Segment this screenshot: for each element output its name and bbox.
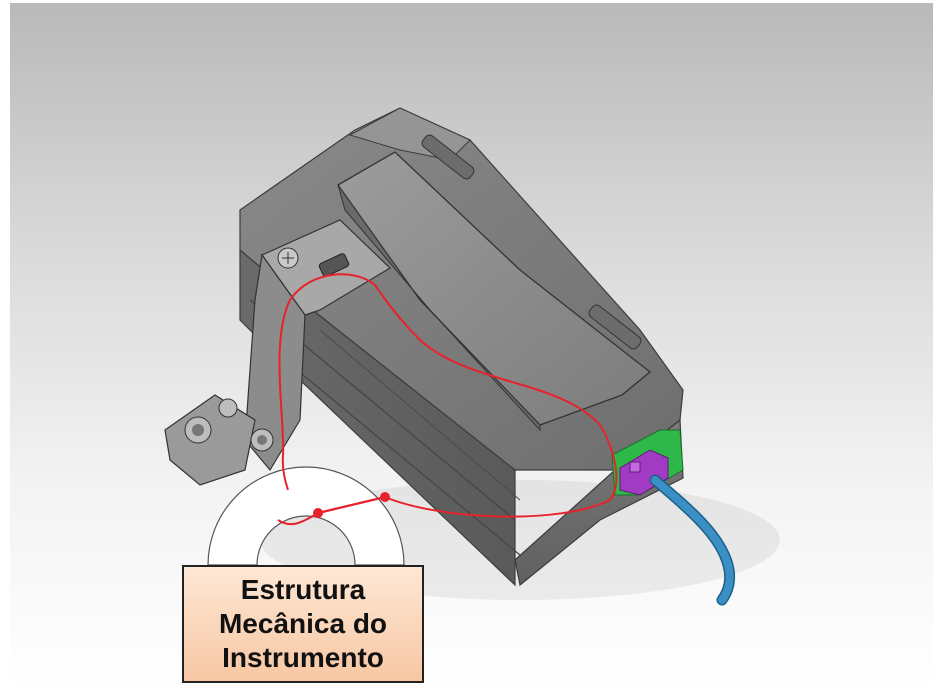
ground-ring xyxy=(207,466,405,566)
bolt-icon xyxy=(218,398,238,418)
label-text: Estrutura Mecânica do Instrumento xyxy=(218,574,388,673)
wire xyxy=(277,273,618,526)
wire-node xyxy=(380,492,390,502)
wire-node xyxy=(313,508,323,518)
label-box: Estrutura Mecânica do Instrumento xyxy=(182,565,424,683)
mounting-bracket xyxy=(164,219,391,486)
connector xyxy=(611,429,684,496)
